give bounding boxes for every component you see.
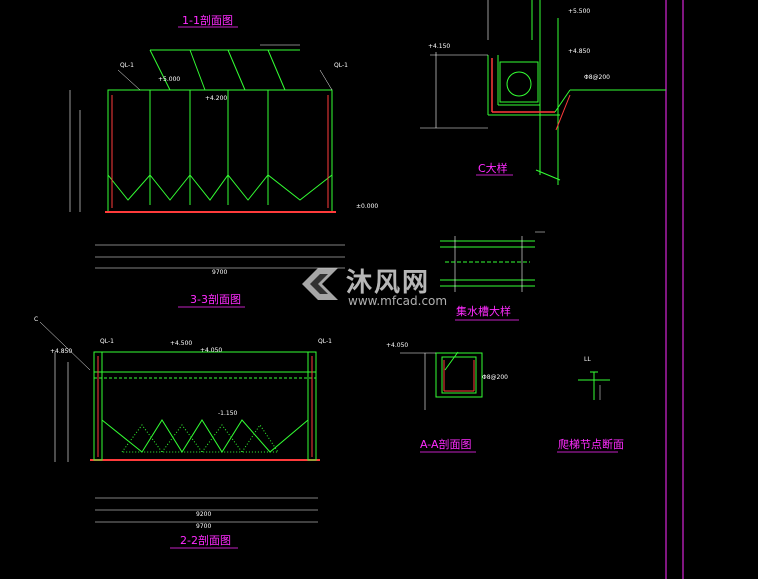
label-rebar-c: Φ8@200 <box>584 74 610 81</box>
section-1-1-drawing <box>69 26 336 213</box>
label-elev-c-left: +4.150 <box>428 43 451 50</box>
label-ql-left: QL-1 <box>120 62 134 69</box>
label-ll: LL <box>584 356 591 363</box>
label-ql-22-right: QL-1 <box>318 338 332 345</box>
label-elev-c-mid: +4.850 <box>568 48 591 55</box>
watermark-logo-icon <box>302 268 338 300</box>
section-2-2-drawing <box>39 321 320 549</box>
detail-beam-drawing <box>440 231 545 321</box>
detail-c-drawing <box>420 0 666 185</box>
label-rebar-aa: Φ8@200 <box>482 374 508 381</box>
title-detail-beam: 集水槽大样 <box>456 305 511 318</box>
title-detail-pipe: 爬梯节点断面 <box>558 438 624 451</box>
label-elev-22-top: +4.500 <box>170 340 193 347</box>
label-ql-right: QL-1 <box>334 62 348 69</box>
watermark-text: 沐风网 <box>346 268 431 298</box>
label-c-22: C <box>34 316 39 323</box>
label-dim-mid-22: 9200 <box>196 511 212 518</box>
label-elev-aa: +4.050 <box>386 342 409 349</box>
label-dim-total-22: 9700 <box>196 523 212 530</box>
title-section-2-2: 2-2剖面图 <box>180 534 231 547</box>
title-detail-c: C大样 <box>478 162 508 175</box>
detail-pipe-drawing <box>557 371 618 453</box>
label-elev-22-left: +4.850 <box>50 348 73 355</box>
title-section-a-a: A-A剖面图 <box>420 438 472 451</box>
label-ql-22-left: QL-1 <box>100 338 114 345</box>
label-elev-22-inner: -1.150 <box>218 410 238 417</box>
label-elev-22-mid: +4.050 <box>200 347 223 354</box>
label-elev-bottom: ±0.000 <box>356 203 379 210</box>
watermark-url: www.mfcad.com <box>348 294 448 308</box>
label-elev-c-top: +5.500 <box>568 8 591 15</box>
section-3-3-dims <box>95 244 345 308</box>
title-section-3-3: 3-3剖面图 <box>190 293 241 306</box>
title-section-1-1: 1-1剖面图 <box>182 14 233 27</box>
label-elev-mid: +4.200 <box>205 95 228 102</box>
watermark: 沐风网 www.mfcad.com <box>298 260 458 310</box>
section-a-a-drawing <box>400 351 483 453</box>
label-elev-top: +5.000 <box>158 76 181 83</box>
label-dim-total-13: 9700 <box>212 269 228 276</box>
